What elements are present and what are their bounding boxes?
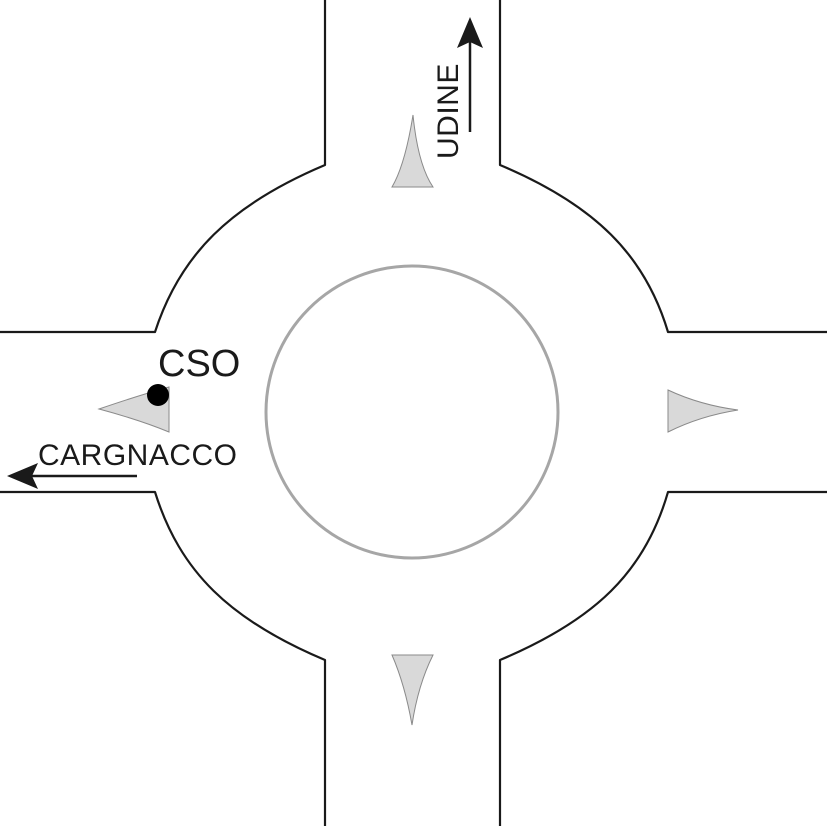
road-edge-bottom-right <box>498 490 827 826</box>
splitter-island-north <box>391 114 434 188</box>
arrow-up-icon <box>457 17 483 132</box>
road-edge-bottom-left <box>0 490 327 826</box>
label-udine: UDINE <box>432 63 465 159</box>
road-edge-top-left <box>0 0 327 334</box>
arrow-left-icon <box>7 463 137 489</box>
splitter-island-east <box>667 389 739 433</box>
label-cargnacco: CARGNACCO <box>38 439 238 472</box>
central-island <box>264 264 560 560</box>
filled-circle-icon <box>147 384 169 406</box>
label-cso: CSO <box>158 343 240 385</box>
road-edge-top-right <box>498 0 827 334</box>
splitter-island-south <box>391 654 434 726</box>
